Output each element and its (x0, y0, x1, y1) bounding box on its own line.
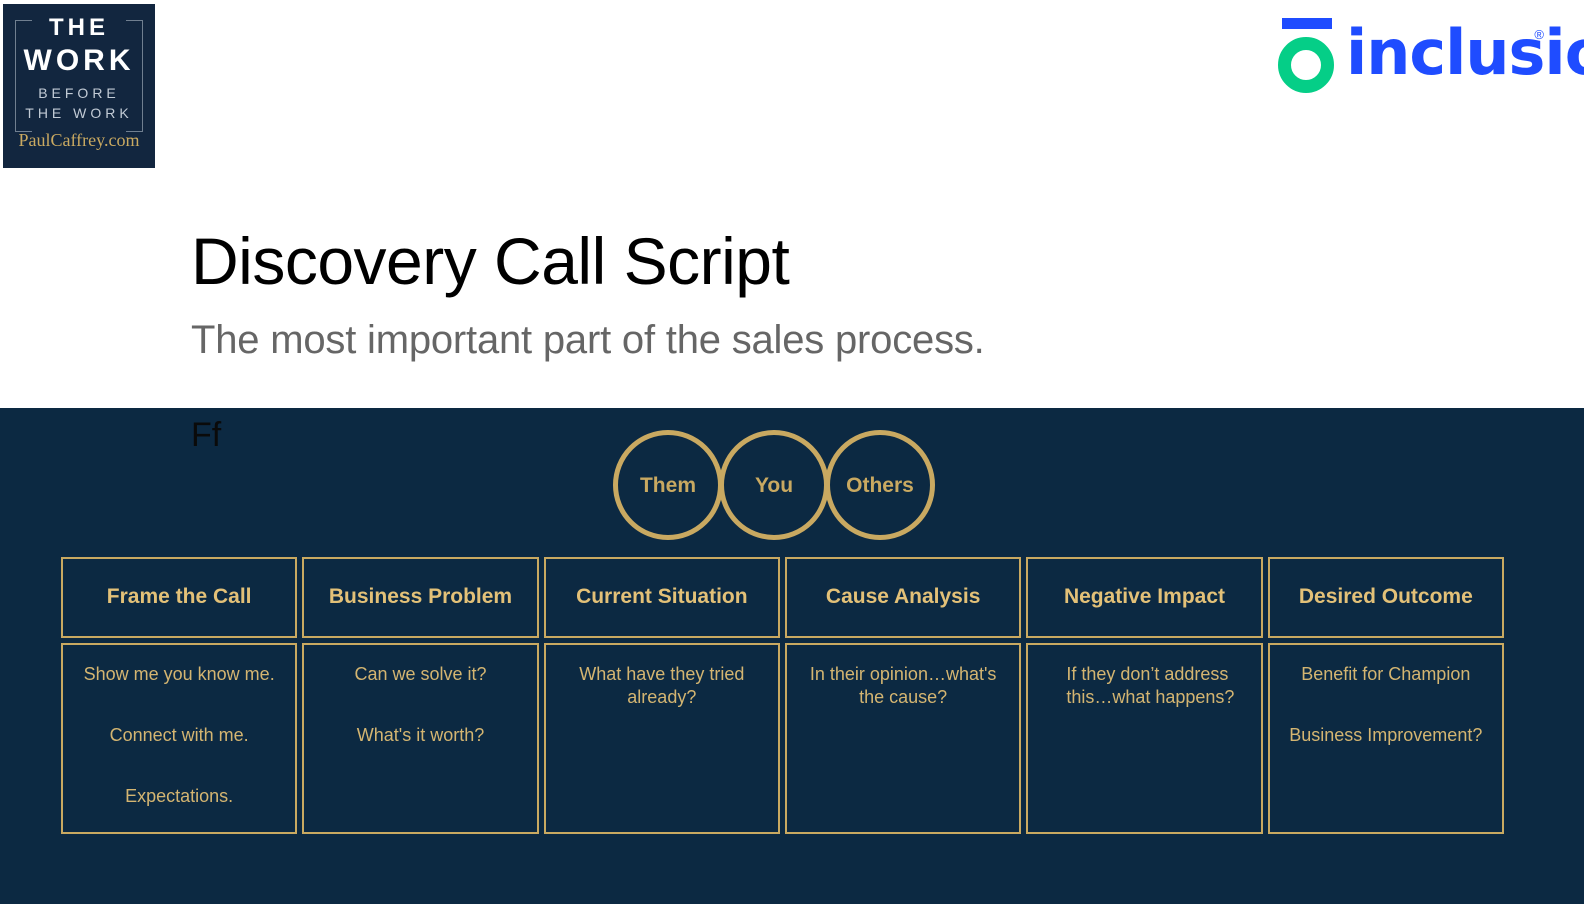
page-subtitle: The most important part of the sales pro… (191, 318, 985, 363)
column-header-label: Current Situation (576, 585, 748, 609)
badge-line-work: WORK (23, 43, 135, 77)
venn-circle-others: Others (825, 430, 935, 540)
stray-text-artifact: Ff (191, 416, 222, 454)
column-header-label: Business Problem (328, 585, 513, 609)
registered-trademark-icon: ® (1534, 27, 1544, 42)
table-column-negative-impact: Negative Impact If they don’t address th… (1026, 557, 1263, 834)
cell-line: What's it worth? (356, 725, 485, 746)
column-body-cell: Can we solve it? What's it worth? (302, 643, 539, 834)
column-header-label: Desired Outcome (1298, 585, 1473, 609)
cell-line: What have they tried already? (579, 664, 745, 708)
venn-diagram: Them You Others (613, 430, 938, 542)
cell-line: Benefit for Champion (1301, 664, 1471, 684)
cell-line: In their opinion…what's the cause? (809, 664, 997, 708)
column-header-cell: Desired Outcome (1267, 557, 1504, 638)
table-column-frame-the-call: Frame the Call Show me you know me. Conn… (61, 557, 298, 834)
cell-line: If they don’t address this…what happens? (1066, 664, 1235, 708)
venn-label-you: You (754, 473, 794, 497)
cell-line: Can we solve it? (354, 664, 487, 684)
badge-website-url: PaulCaffrey.com (18, 130, 140, 151)
column-body-cell: Show me you know me. Connect with me. Ex… (61, 643, 298, 834)
badge-line-the: THE (49, 14, 109, 41)
table-column-desired-outcome: Desired Outcome Benefit for Champion Bus… (1267, 557, 1504, 834)
column-header-cell: Cause Analysis (784, 557, 1022, 638)
brand-badge-paulcaffrey: THE WORK BEFORE THE WORK PaulCaffrey.com (3, 4, 155, 168)
logo-ring-shape (1278, 37, 1334, 93)
column-header-label: Frame the Call (106, 585, 252, 609)
venn-circle-them: Them (613, 430, 723, 540)
table-column-current-situation: Current Situation What have they tried a… (543, 557, 780, 834)
cell-line: Business Improvement? (1289, 725, 1483, 746)
title-block: Discovery Call Script The most important… (191, 224, 1391, 363)
venn-label-others: Others (846, 473, 914, 497)
column-header-cell: Current Situation (543, 557, 780, 638)
column-header-label: Cause Analysis (825, 585, 981, 609)
slide-top-section: THE WORK BEFORE THE WORK PaulCaffrey.com… (0, 0, 1584, 408)
venn-label-them: Them (639, 473, 696, 497)
column-header-cell: Frame the Call (61, 557, 298, 638)
column-body-cell: If they don’t address this…what happens? (1026, 643, 1263, 834)
cell-line: Connect with me. (109, 725, 249, 746)
badge-line-the-work: THE WORK (25, 105, 133, 122)
cell-line: Show me you know me. (83, 664, 275, 684)
table-column-cause-analysis: Cause Analysis In their opinion…what's t… (784, 557, 1022, 834)
discovery-script-table: Frame the Call Show me you know me. Conn… (61, 557, 1504, 834)
cell-line: Expectations. (125, 786, 234, 807)
table-column-business-problem: Business Problem Can we solve it? What's… (302, 557, 539, 834)
inclusio-wordmark: inclusio (1346, 16, 1584, 89)
inclusio-logo: inclusio ® (1272, 16, 1584, 93)
column-body-cell: What have they tried already? (543, 643, 780, 834)
column-header-cell: Negative Impact (1026, 557, 1263, 638)
dark-content-panel: Them You Others Frame the Call Show me y… (0, 408, 1584, 904)
logo-bar-shape (1282, 18, 1332, 29)
column-body-cell: Benefit for Champion Business Improvemen… (1267, 643, 1504, 834)
venn-circle-you: You (719, 430, 829, 540)
column-header-label: Negative Impact (1063, 585, 1225, 609)
badge-line-before: BEFORE (38, 85, 120, 102)
column-body-cell: In their opinion…what's the cause? (784, 643, 1022, 834)
page-title: Discovery Call Script (191, 224, 790, 298)
inclusio-mark-icon (1272, 16, 1342, 93)
column-header-cell: Business Problem (302, 557, 539, 638)
